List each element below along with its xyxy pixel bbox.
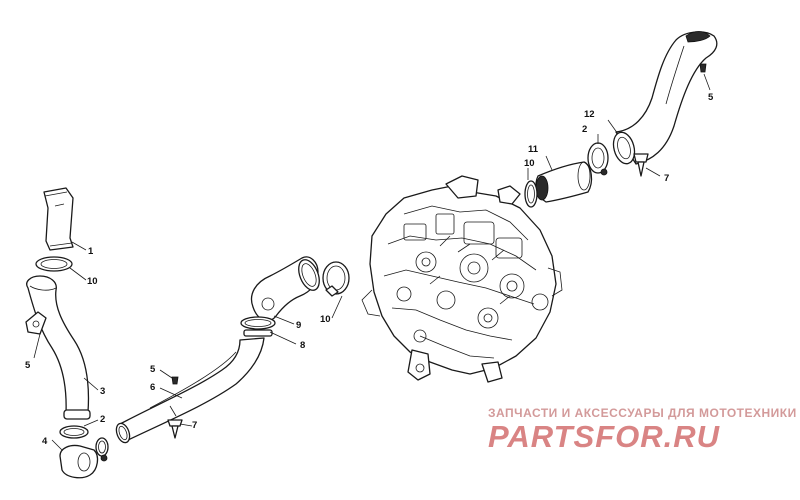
clamp-engine-side bbox=[322, 261, 350, 297]
clamp-lower-left bbox=[59, 425, 89, 439]
callout-1: 1 bbox=[88, 246, 94, 257]
left-intake-assembly bbox=[25, 187, 109, 479]
callout-10-right: 10 bbox=[524, 158, 535, 169]
leader-lines bbox=[33, 73, 711, 451]
callout-5-middle: 5 bbox=[150, 364, 156, 375]
push-rivet-upper bbox=[633, 153, 649, 163]
callout-7-middle: 7 bbox=[192, 420, 197, 431]
outlet-duct bbox=[615, 31, 718, 165]
mount-screw-upper bbox=[699, 63, 707, 73]
callout-8: 8 bbox=[300, 340, 305, 351]
callout-9: 9 bbox=[296, 320, 301, 331]
mount-screw-middle bbox=[171, 376, 179, 385]
callout-3: 3 bbox=[100, 386, 105, 397]
push-rivet-middle bbox=[167, 419, 183, 427]
curved-inlet-hose bbox=[26, 275, 90, 414]
callout-5-left: 5 bbox=[25, 360, 31, 371]
callout-labels: 1 10 5 3 2 4 5 6 7 9 8 10 11 10 12 2 5 7 bbox=[25, 92, 714, 447]
callout-7-right: 7 bbox=[664, 173, 669, 184]
watermark-logo: PARTSFOR.RU bbox=[488, 419, 721, 454]
elbow-fitting bbox=[59, 444, 99, 479]
callout-12: 12 bbox=[584, 109, 595, 120]
middle-duct-assembly bbox=[115, 256, 320, 444]
engine-assembly bbox=[361, 175, 563, 383]
hose-mount-bracket bbox=[25, 311, 47, 335]
intake-boot bbox=[43, 187, 74, 251]
callout-2-left: 2 bbox=[100, 414, 105, 425]
watermark-caption: ЗАПЧАСТИ И АКСЕССУАРЫ ДЛЯ МОТОТЕХНИКИ bbox=[488, 406, 797, 420]
right-outlet-assembly bbox=[524, 31, 718, 208]
callout-4: 4 bbox=[42, 436, 48, 447]
duct-clamp-ring bbox=[240, 316, 276, 330]
clamp-upper-right bbox=[587, 142, 609, 174]
callout-2-right: 2 bbox=[582, 124, 587, 135]
callout-5-right: 5 bbox=[708, 92, 714, 103]
clamp-right-small bbox=[524, 180, 538, 208]
callout-10-left: 10 bbox=[87, 276, 98, 287]
callout-10-middle: 10 bbox=[320, 314, 331, 325]
callout-6: 6 bbox=[150, 382, 155, 393]
callout-11: 11 bbox=[528, 144, 539, 155]
